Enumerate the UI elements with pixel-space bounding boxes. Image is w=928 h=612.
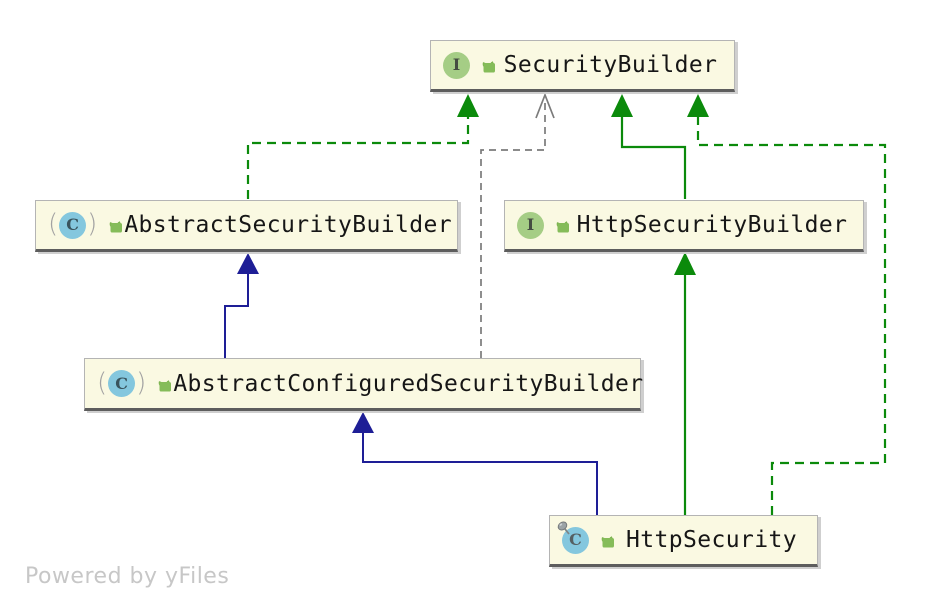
arrowhead-open (535, 92, 555, 119)
badge-letter: I (526, 215, 535, 234)
badge-letter: I (452, 55, 461, 74)
final-class-icon: C (557, 521, 589, 554)
unlocked-icon (159, 379, 172, 391)
arrowhead-filled (687, 94, 709, 117)
class-node-httpsecuritybuilder[interactable]: I HttpSecurityBuilder (504, 200, 864, 252)
yfiles-watermark: Powered by yFiles (25, 564, 230, 589)
unlocked-icon (601, 536, 614, 548)
edge-httpsecurity-to-httpsecuritybuilder[interactable] (674, 252, 696, 515)
node-label: HttpSecurityBuilder (576, 212, 848, 238)
interface-icon: I (517, 211, 544, 239)
abstract-paren-right: ) (87, 209, 98, 239)
arrowhead-filled (237, 253, 259, 274)
edge-abstractsecuritybuilder-to-securitybuilder[interactable] (246, 94, 479, 199)
node-label: SecurityBuilder (503, 52, 718, 78)
arrowhead-filled (674, 252, 696, 275)
class-node-securitybuilder[interactable]: I SecurityBuilder (430, 40, 735, 92)
abstract-class-icon: ( C ) (97, 370, 146, 397)
unlocked-icon (110, 221, 123, 233)
abstract-class-icon: ( C ) (48, 209, 98, 239)
badge-letter: C (66, 215, 80, 234)
arrowhead-filled (457, 94, 479, 117)
node-label: AbstractConfiguredSecurityBuilder (173, 370, 644, 397)
arrowhead-filled (611, 94, 633, 117)
edge-abstractconfiguredsecuritybuilder-to-abstractsecuritybuilder[interactable] (224, 253, 259, 358)
class-node-httpsecurity[interactable]: C HttpSecurity (549, 515, 818, 567)
abstract-paren-left: ( (48, 209, 59, 239)
badge-letter: C (569, 530, 582, 549)
edge-httpsecurity-to-abstractconfiguredsecuritybuilder[interactable] (352, 412, 598, 515)
edge-abstractconfiguredsecuritybuilder-to-securitybuilder[interactable] (480, 92, 555, 358)
unlocked-icon (556, 221, 569, 233)
abstract-paren-left: ( (97, 367, 108, 398)
edge-httpsecuritybuilder-to-securitybuilder[interactable] (611, 94, 687, 199)
node-label: AbstractSecurityBuilder (124, 212, 452, 238)
arrowhead-filled (352, 412, 374, 433)
badge-letter: C (115, 373, 129, 393)
unlocked-icon (482, 61, 495, 73)
edge-httpsecurity-to-securitybuilder[interactable] (687, 94, 887, 515)
abstract-paren-right: ) (136, 367, 147, 398)
class-node-abstractconfiguredsecuritybuilder[interactable]: ( C ) AbstractConfiguredSecurityBuilder (84, 358, 644, 411)
class-node-abstractsecuritybuilder[interactable]: ( C ) AbstractSecurityBuilder (35, 200, 458, 252)
node-label: HttpSecurity (626, 527, 797, 553)
interface-icon: I (443, 51, 470, 79)
